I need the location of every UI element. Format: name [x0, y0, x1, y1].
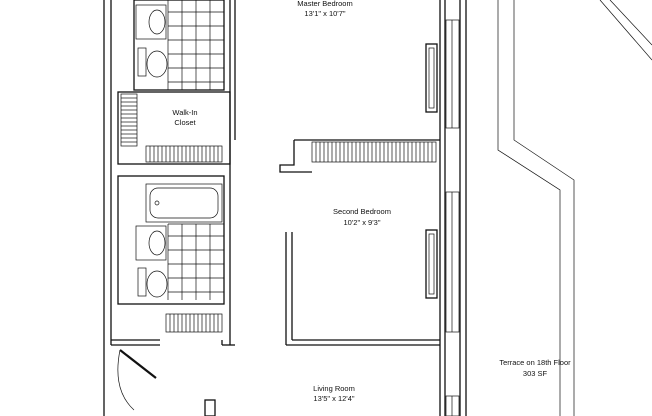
- hall-closet-shelf: [165, 313, 223, 333]
- living-room-name: Living Room: [313, 384, 355, 393]
- window-living: [445, 395, 460, 416]
- exterior-walls: [103, 0, 652, 416]
- sink-icon: [148, 9, 166, 35]
- window-master: [445, 19, 460, 129]
- radiator-second: [425, 229, 438, 299]
- second-bedroom-name: Second Bedroom: [333, 207, 391, 216]
- second-bedroom-closet-shelf: [311, 141, 437, 163]
- second-bedroom-size: 10'2" x 9'3": [344, 218, 381, 227]
- sink-icon: [148, 230, 166, 256]
- radiator-master: [425, 43, 438, 113]
- toilet-icon: [146, 270, 168, 298]
- terrace-size: 303 SF: [523, 369, 548, 378]
- second-bathroom: [117, 175, 225, 333]
- master-bedroom-size: 13'1" x 10'7": [304, 9, 345, 18]
- window-second: [445, 191, 460, 333]
- closet-shelf-bottom: [145, 145, 223, 163]
- entry-door: [117, 349, 157, 411]
- toilet-icon: [146, 50, 168, 78]
- living-room-size: 13'5" x 12'4": [313, 394, 354, 403]
- master-bathroom: [133, 0, 225, 91]
- terrace-name: Terrace on 18th Floor: [499, 358, 571, 367]
- walk-in-closet-line2: Closet: [174, 118, 196, 127]
- master-bedroom-name: Master Bedroom: [297, 0, 352, 8]
- closet-shelf-left: [120, 93, 138, 147]
- walk-in-closet: [117, 91, 231, 165]
- walk-in-closet-line1: Walk-In: [172, 108, 197, 117]
- bathtub-icon: [145, 183, 223, 223]
